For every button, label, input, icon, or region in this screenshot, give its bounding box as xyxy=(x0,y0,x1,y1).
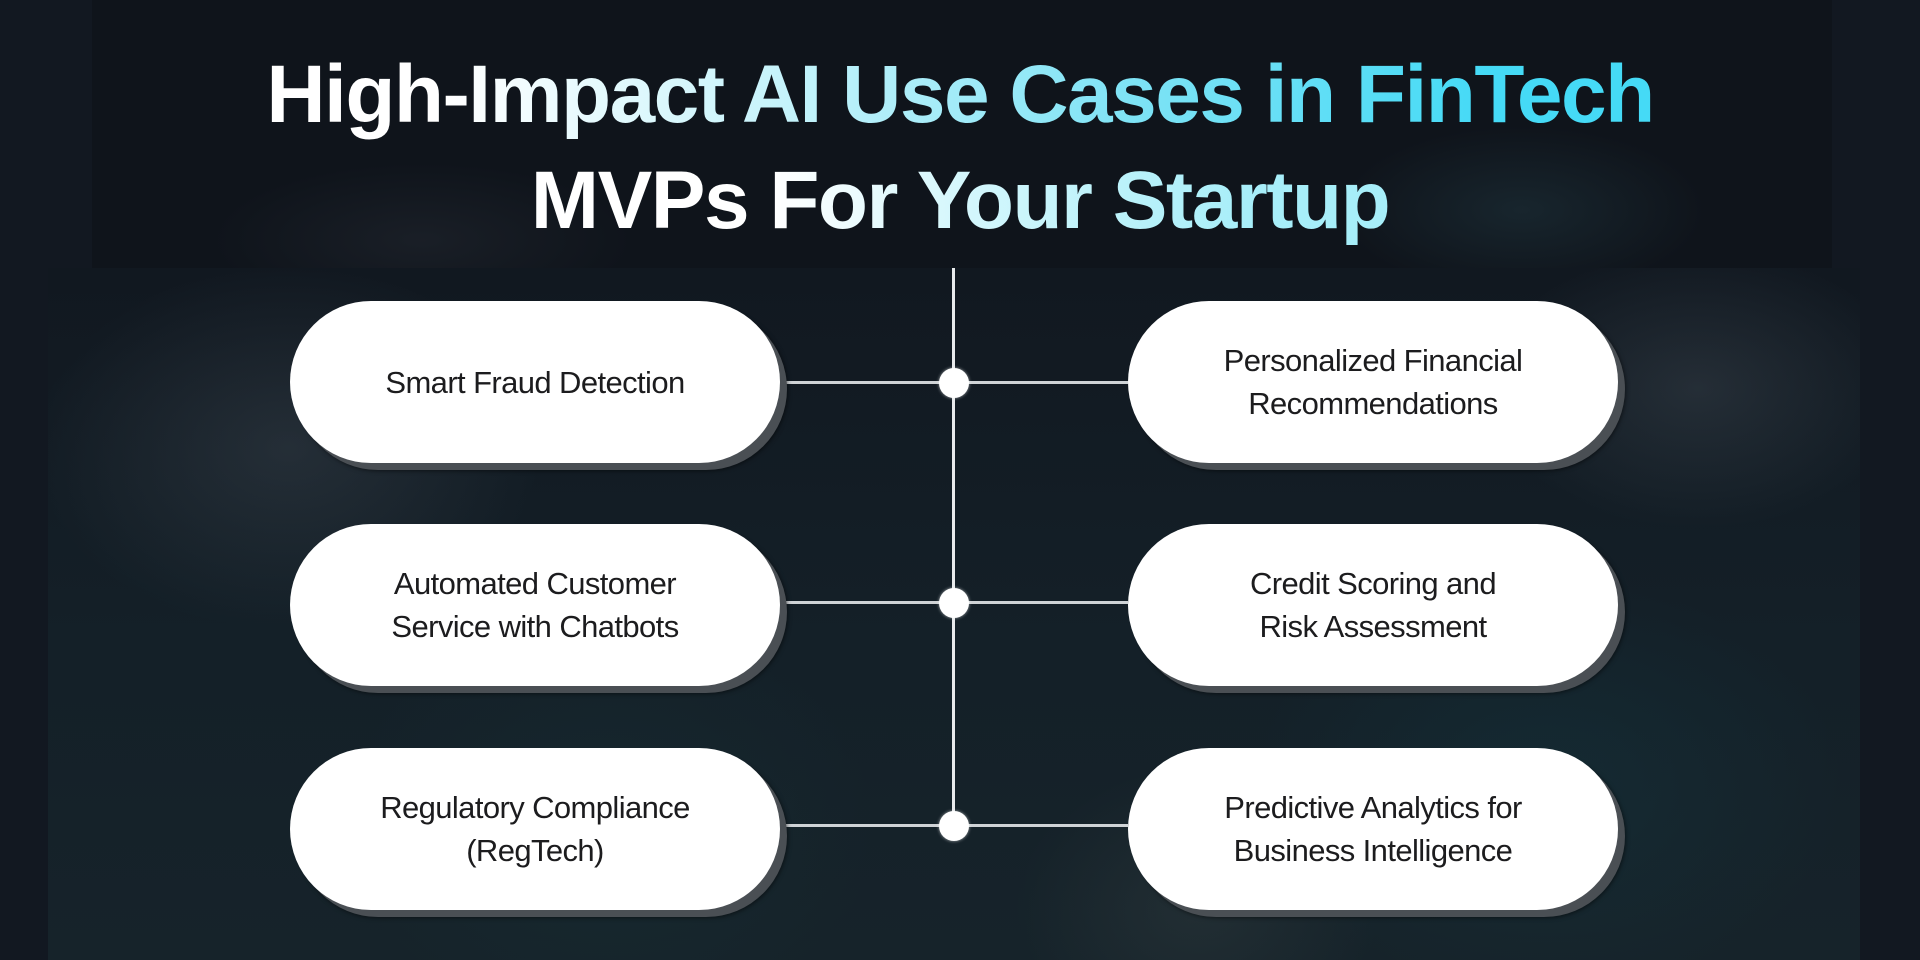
page-title: High-Impact AI Use Cases in FinTech MVPs… xyxy=(0,42,1920,254)
title-line-2-accent: Your Startup xyxy=(916,155,1390,246)
use-case-label: Automated Customer Service with Chatbots xyxy=(391,566,679,644)
connector-node-2 xyxy=(939,588,969,618)
use-case-label: Regulatory Compliance (RegTech) xyxy=(380,790,690,868)
use-case-pill-predictive-analytics: Predictive Analytics for Business Intell… xyxy=(1128,748,1618,910)
use-case-label: Credit Scoring and Risk Assessment xyxy=(1250,566,1497,644)
use-case-label: Predictive Analytics for Business Intell… xyxy=(1224,790,1522,868)
title-line-1-plain: High-Impact xyxy=(266,49,742,140)
title-line-2-text: MVPs For Your Startup xyxy=(531,155,1389,246)
connector-spine xyxy=(952,268,955,826)
connector-node-3 xyxy=(939,811,969,841)
title-line-2-plain: MVPs For xyxy=(530,155,917,246)
use-case-pill-smart-fraud-detection: Smart Fraud Detection xyxy=(290,301,780,463)
title-line-2: MVPs For Your Startup xyxy=(0,148,1920,254)
use-case-label: Smart Fraud Detection xyxy=(385,364,685,400)
use-case-pill-credit-scoring: Credit Scoring and Risk Assessment xyxy=(1128,524,1618,686)
use-case-pill-regulatory-compliance: Regulatory Compliance (RegTech) xyxy=(290,748,780,910)
title-line-1: High-Impact AI Use Cases in FinTech xyxy=(0,42,1920,148)
title-line-1-text: High-Impact AI Use Cases in FinTech xyxy=(266,49,1653,140)
use-case-label: Personalized Financial Recommendations xyxy=(1223,343,1523,421)
title-line-1-accent: AI Use Cases in FinTech xyxy=(741,49,1654,140)
use-case-pill-automated-customer-service: Automated Customer Service with Chatbots xyxy=(290,524,780,686)
use-case-pill-personalized-recommendations: Personalized Financial Recommendations xyxy=(1128,301,1618,463)
connector-node-1 xyxy=(939,368,969,398)
background-top xyxy=(92,0,1832,268)
